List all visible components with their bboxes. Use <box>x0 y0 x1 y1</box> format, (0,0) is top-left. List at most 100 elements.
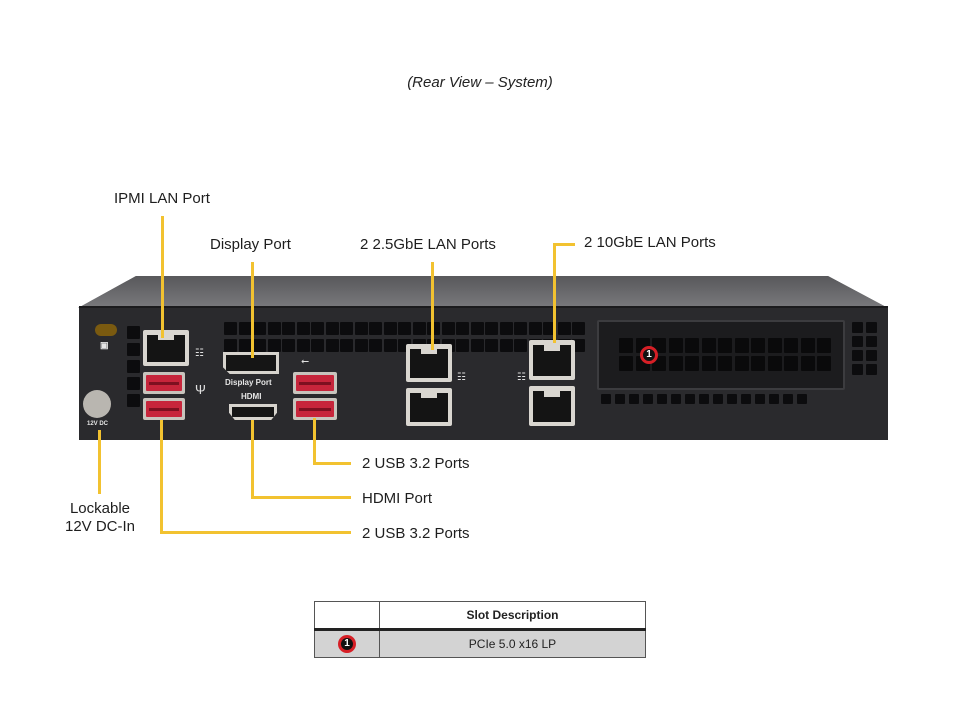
ipmi-lan-port <box>143 330 189 366</box>
vent-hole <box>671 394 681 404</box>
vent-hole <box>354 339 368 352</box>
vent-hole <box>769 394 779 404</box>
vent-hole <box>369 322 382 335</box>
vent-hole <box>713 394 723 404</box>
usb-port <box>143 372 185 394</box>
vent-hole <box>643 394 653 404</box>
dc-jack-connector <box>83 390 111 418</box>
callout-lan-10g: 2 10GbE LAN Ports <box>584 234 716 251</box>
vent-hole <box>485 322 498 335</box>
bracket-vent <box>751 338 765 353</box>
vent-hole <box>127 326 140 339</box>
usb-icon: ⭠ <box>301 356 309 367</box>
pcie-slot-marker: 1 <box>640 346 658 364</box>
vent-hole <box>499 322 513 335</box>
vent-hole <box>456 322 469 335</box>
lan-10g-port <box>529 386 575 426</box>
vent-hole <box>238 339 252 352</box>
bracket-vent <box>751 356 765 371</box>
hdmi-connector <box>229 404 277 420</box>
bracket-vent <box>800 338 815 353</box>
vent-hole <box>224 339 237 352</box>
leader-lan-10g-h <box>553 243 575 246</box>
leader-usb-right-v <box>313 418 316 465</box>
vent-hole <box>601 394 611 404</box>
vent-hole <box>485 339 498 352</box>
vent-hole <box>557 322 571 335</box>
vent-hole <box>866 336 877 347</box>
vent-hole <box>282 339 295 352</box>
vent-hole <box>340 339 353 352</box>
bracket-vent <box>718 338 732 353</box>
leader-lan-2-5g <box>431 262 434 350</box>
displayport-label: Display Port <box>225 378 272 387</box>
vent-hole <box>852 364 863 375</box>
vent-hole <box>755 394 765 404</box>
vent-hole <box>783 394 793 404</box>
vent-hole <box>699 394 709 404</box>
bracket-vent <box>701 338 716 353</box>
dc-label: 12V DC <box>87 421 109 427</box>
vent-hole <box>657 394 667 404</box>
bracket-vent <box>619 338 633 353</box>
leader-dc-in <box>98 430 101 494</box>
vent-hole <box>127 394 140 407</box>
vent-hole <box>267 339 281 352</box>
vent-hole <box>267 322 281 335</box>
leader-usb-left-v <box>160 420 163 534</box>
vent-hole <box>383 322 397 335</box>
vent-hole <box>572 339 585 352</box>
vent-hole <box>311 322 324 335</box>
vent-hole <box>499 339 513 352</box>
slot-marker-badge: 1 <box>338 635 356 653</box>
row-marker-cell: 1 <box>314 629 380 658</box>
callout-display-port: Display Port <box>210 236 291 253</box>
lock-icon: ▣ <box>100 340 109 350</box>
vent-hole <box>441 322 455 335</box>
vent-hole <box>727 394 737 404</box>
vent-hole <box>325 322 339 335</box>
chassis-top-surface <box>78 276 888 308</box>
vent-hole <box>866 350 877 361</box>
vent-hole <box>852 322 863 333</box>
hdmi-label: HDMI <box>241 392 262 401</box>
bracket-vent <box>784 356 798 371</box>
bracket-vent <box>701 356 716 371</box>
slot-description-table: Slot Description 1 PCIe 5.0 x16 LP <box>314 601 646 658</box>
vent-hole <box>528 322 542 335</box>
header-marker <box>314 601 380 631</box>
vent-hole <box>514 339 527 352</box>
header-slot-description: Slot Description <box>379 601 646 631</box>
rj45-socket <box>533 345 571 376</box>
vent-hole <box>127 343 140 356</box>
usb-icon: Ψ <box>195 382 206 397</box>
leader-lan-10g-v <box>553 243 556 343</box>
callout-usb-left: 2 USB 3.2 Ports <box>362 525 470 542</box>
lan-2-5g-port <box>406 388 452 426</box>
usb-port <box>143 398 185 420</box>
vent-hole <box>572 322 585 335</box>
rj45-socket <box>410 393 448 422</box>
vent-hole <box>311 339 324 352</box>
leader-usb-right-h <box>313 462 351 465</box>
vent-hole <box>224 322 237 335</box>
bracket-vent <box>685 338 699 353</box>
vent-hole <box>615 394 625 404</box>
leader-displayport <box>251 262 254 358</box>
bracket-vent <box>800 356 815 371</box>
vent-hole <box>852 336 863 347</box>
vent-hole <box>629 394 639 404</box>
bracket-vent <box>685 356 699 371</box>
leader-usb-left-h <box>160 531 351 534</box>
rj45-socket <box>410 349 448 378</box>
callout-usb-right: 2 USB 3.2 Ports <box>362 455 470 472</box>
bracket-vent <box>718 356 732 371</box>
vent-hole <box>470 322 484 335</box>
bracket-vent <box>734 338 749 353</box>
callout-dc-in: Lockable 12V DC-In <box>62 500 138 536</box>
vent-hole <box>412 322 426 335</box>
leader-hdmi-v <box>251 420 254 499</box>
vent-hole <box>296 322 310 335</box>
usb-port <box>293 372 337 394</box>
